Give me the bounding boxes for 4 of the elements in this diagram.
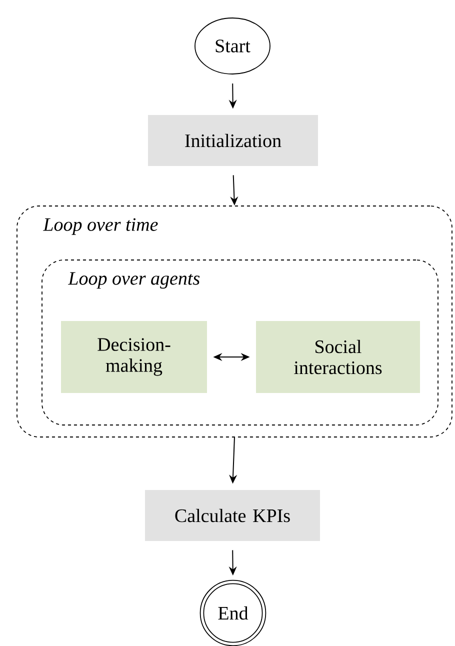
process-box: Social interactions xyxy=(256,321,420,393)
process-box: Decision-making xyxy=(61,321,207,393)
process-box: Initialization xyxy=(148,115,318,166)
process-box: Calculate KPIs xyxy=(145,490,320,541)
